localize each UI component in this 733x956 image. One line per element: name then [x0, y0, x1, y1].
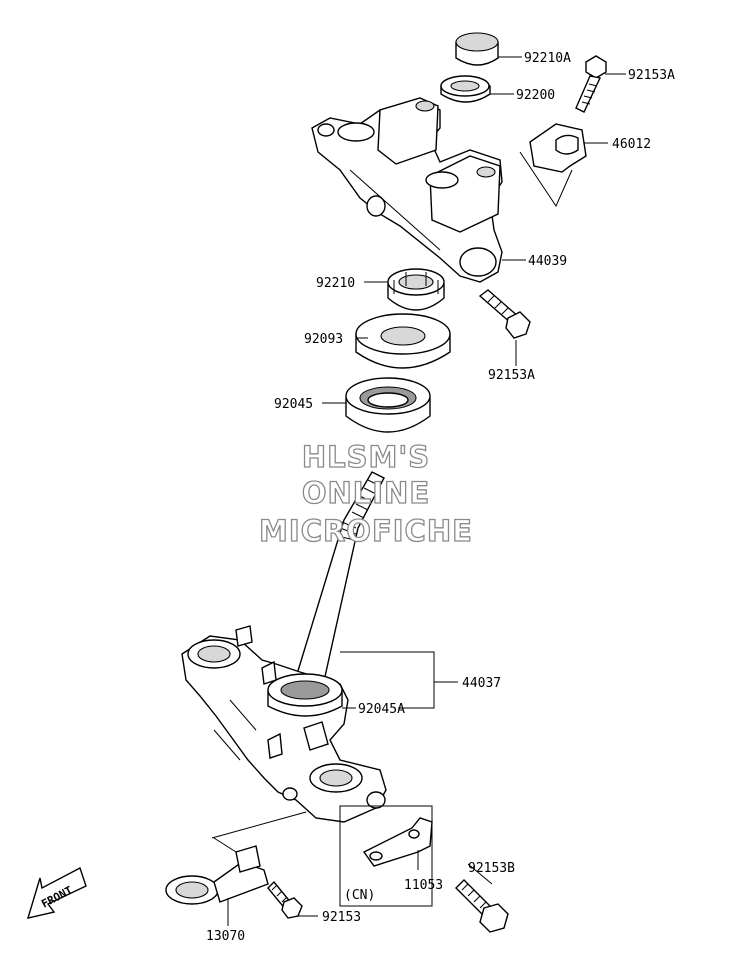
label-92210a: 92210A [524, 51, 571, 66]
label-46012: 46012 [612, 137, 651, 152]
label-11053: 11053 [404, 878, 443, 893]
bracket-11053 [339, 805, 433, 907]
label-cn: (CN) [344, 888, 375, 903]
clamp-13070 [165, 811, 307, 905]
watermark-line-2: ONLINE [302, 476, 430, 510]
label-92153: 92153 [322, 910, 361, 925]
part-labels: 92210A 92153A 92200 46012 44039 92210 92… [206, 51, 675, 944]
bearing-92045 [345, 377, 431, 433]
leader-lines [227, 56, 626, 926]
label-92210: 92210 [316, 276, 355, 291]
front-arrow: FRONT [26, 866, 87, 919]
label-92093: 92093 [304, 332, 343, 347]
label-92045a: 92045A [358, 702, 405, 717]
label-92045: 92045 [274, 397, 313, 412]
steering-stem-44037 [181, 471, 387, 823]
label-92153a-mid: 92153A [488, 368, 535, 383]
stem-nut-92210 [387, 268, 445, 311]
bolt-92153a-top [575, 55, 607, 113]
label-92153b: 92153B [468, 861, 515, 876]
bolt-92153 [267, 880, 303, 919]
bolt-92153b [455, 879, 509, 933]
upper-bracket-44039 [311, 97, 503, 283]
dust-seal-92093 [355, 313, 451, 369]
watermark-line-3: MICROFICHE [259, 514, 473, 548]
label-92200: 92200 [516, 88, 555, 103]
label-13070: 13070 [206, 929, 245, 944]
label-92153a-top: 92153A [628, 68, 675, 83]
watermark: HLSM'S ONLINE MICROFICHE [258, 439, 473, 548]
watermark-line-1: HLSM'S [302, 440, 430, 474]
washer-92200 [440, 75, 491, 103]
handlebar-holder-46012 [519, 123, 587, 208]
label-44037: 44037 [462, 676, 501, 691]
bolt-92153a-mid [478, 289, 531, 339]
label-44039: 44039 [528, 254, 567, 269]
cap-92210a [455, 32, 499, 66]
